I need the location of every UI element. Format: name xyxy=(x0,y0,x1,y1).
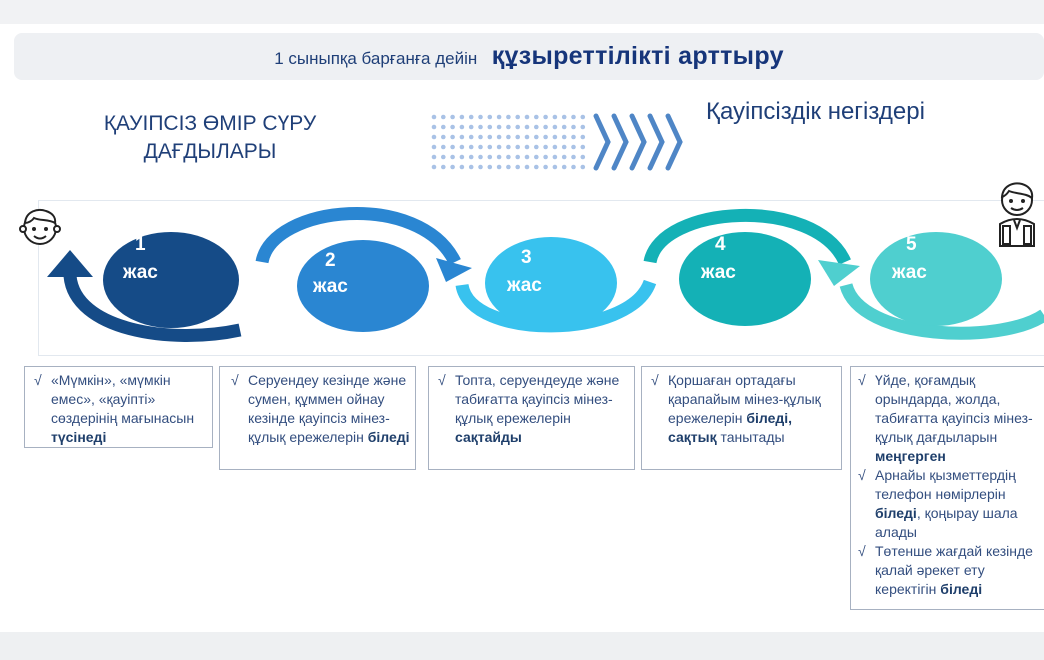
safe-life-skills-title: ҚАУІПСІЗ ӨМІР СҮРУ ДАҒДЫЛАРЫ xyxy=(103,112,317,163)
boy-face-icon xyxy=(19,208,61,245)
safety-basics-title: Қауіпсіздік негіздері xyxy=(706,98,925,125)
stage-5-number: 5 xyxy=(906,234,917,255)
stage-2-number: 2 xyxy=(325,250,336,271)
stage-3-box: √ Топта, серуендеуде және табиғатта қауі… xyxy=(428,366,635,470)
stage-4-box: √ Қоршаған ортадағы қарапайым мінез-құлы… xyxy=(641,366,842,470)
schoolboy-icon xyxy=(999,182,1035,247)
banner-title: құзыреттілікті арттыру xyxy=(491,42,784,70)
check-icon: √ xyxy=(34,372,42,388)
list-item: √ Серуендеу кезінде және сумен, құммен о… xyxy=(231,372,410,445)
list-item: √ «Мүмкін», «мүмкін емес», «қауіпті» сөз… xyxy=(34,372,195,445)
bottom-band xyxy=(0,632,1044,660)
stage-1-box: √ «Мүмкін», «мүмкін емес», «қауіпті» сөз… xyxy=(24,366,213,448)
header-banner: 1 сыныпқа барғанға дейін құзыреттілікті … xyxy=(14,33,1044,80)
stages-panel xyxy=(38,200,1044,356)
list-item: √ Қоршаған ортадағы қарапайым мінез-құлы… xyxy=(651,372,821,445)
check-icon: √ xyxy=(858,372,866,388)
stage-4-circle: 4 жас xyxy=(679,232,811,326)
stage-3-number: 3 xyxy=(521,247,532,268)
stage-2-circle: 2 жас xyxy=(297,240,429,332)
stage-1-unit: жас xyxy=(123,262,158,283)
check-icon: √ xyxy=(858,543,866,559)
stage-3-circle: 3 жас xyxy=(485,237,617,329)
stage-4-unit: жас xyxy=(701,262,736,283)
check-icon: √ xyxy=(438,372,446,388)
check-icon: √ xyxy=(858,467,866,483)
stage-2-unit: жас xyxy=(313,276,348,297)
stage-5-box: √ Үйде, қоғамдық орындарда, жолда, табиғ… xyxy=(850,366,1044,610)
stage-1-number: 1 xyxy=(135,234,146,255)
top-band xyxy=(0,0,1044,24)
stage-2-box: √ Серуендеу кезінде және сумен, құммен о… xyxy=(219,366,416,470)
stage-4-number: 4 xyxy=(715,234,726,255)
list-item: √ Үйде, қоғамдық орындарда, жолда, табиғ… xyxy=(858,372,1033,464)
banner-prefix: 1 сыныпқа барғанға дейін xyxy=(274,49,478,68)
dot-pattern xyxy=(431,114,586,170)
stage-3-unit: жас xyxy=(507,275,542,296)
list-item: √ Топта, серуендеуде және табиғатта қауі… xyxy=(438,372,620,445)
list-item: √ Арнайы қызметтердің телефон нөмірлерін… xyxy=(858,467,1018,540)
check-icon: √ xyxy=(231,372,239,388)
stage-5-unit: жас xyxy=(892,262,927,283)
list-item: √ Төтенше жағдай кезінде қалай әрекет ет… xyxy=(858,543,1033,597)
stage-5-circle: 5 жас xyxy=(870,232,1002,326)
chevron-arrows-icon xyxy=(593,113,683,171)
stage-1-circle: 1 жас xyxy=(103,232,239,328)
check-icon: √ xyxy=(651,372,659,388)
